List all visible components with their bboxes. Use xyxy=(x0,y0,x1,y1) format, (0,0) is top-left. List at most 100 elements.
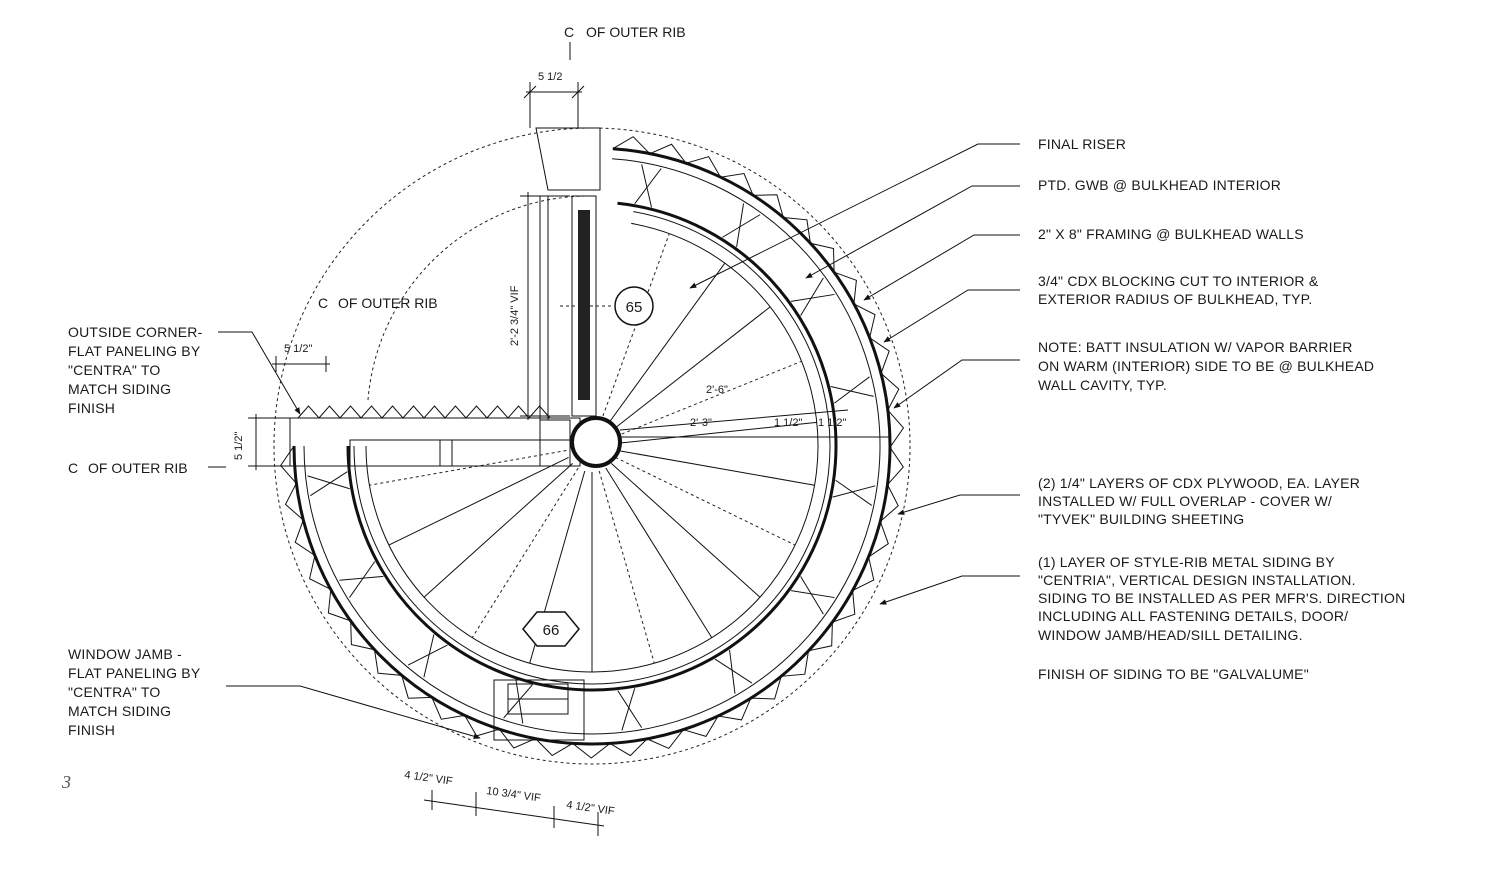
detail-tag-66: 66 xyxy=(522,611,580,647)
note-plywood-3: "TYVEK" BUILDING SHEETING xyxy=(1038,511,1244,527)
detail-tag-65: 65 xyxy=(560,286,654,326)
tread-line xyxy=(605,467,713,638)
blocking-line xyxy=(729,649,736,694)
blocking-line xyxy=(515,679,524,724)
blocking-line xyxy=(790,590,835,599)
dim-radius-outer-text: 2'-6" xyxy=(706,384,728,396)
tag-65-label: 65 xyxy=(626,299,643,316)
dim-top: 5 1/2 xyxy=(523,71,585,128)
center-post xyxy=(570,416,622,468)
dim-bottom-left-text: 4 1/2" VIF xyxy=(404,769,454,788)
note-siding-5: WINDOW JAMB/HEAD/SILL DETAILING. xyxy=(1038,627,1303,643)
note-siding-2: "CENTRIA", VERTICAL DESIGN INSTALLATION. xyxy=(1038,572,1356,588)
window-jamb-line-2: FLAT PANELING BY xyxy=(68,665,201,681)
cl-top-label: OF OUTER RIB xyxy=(586,24,686,40)
tread-line xyxy=(388,456,569,546)
note-siding-3: SIDING TO BE INSTALLED AS PER MFR'S. DIR… xyxy=(1038,590,1405,606)
blocking-line xyxy=(634,168,662,205)
tread-line xyxy=(615,456,796,546)
dim-vertical: 2'-2 3/4" VIF xyxy=(509,192,570,420)
blocking-line xyxy=(617,690,643,728)
blocking-line xyxy=(407,644,448,666)
dim-left-side-text: 5 1/2" xyxy=(233,432,245,460)
gwb-arc xyxy=(353,211,831,685)
outside-corner-line-1: OUTSIDE CORNER- xyxy=(68,324,203,340)
tread-line xyxy=(617,421,817,444)
cl-symbol-top: C xyxy=(564,24,574,40)
note-plywood-1: (2) 1/4" LAYERS OF CDX PLYWOOD, EA. LAYE… xyxy=(1038,475,1360,491)
dim-inc-1-text: 1 1/2" xyxy=(774,417,802,429)
note-plywood-2: INSTALLED W/ FULL OVERLAP - COVER W/ xyxy=(1038,493,1332,509)
dim-left-side: 5 1/2" xyxy=(233,414,290,470)
dim-bottom-mid-text: 10 3/4" VIF xyxy=(486,785,542,805)
cl-symbol-left: C xyxy=(68,460,78,476)
curved-bulkhead-wall xyxy=(292,147,892,746)
dim-left-top: 5 1/2" xyxy=(272,343,330,372)
note-blocking-1: 3/4" CDX BLOCKING CUT TO INTERIOR & xyxy=(1038,273,1319,289)
blocking-line xyxy=(830,385,874,397)
dim-bottom: 4 1/2" VIF 10 3/4" VIF 4 1/2" VIF xyxy=(404,769,616,836)
blocking-line xyxy=(339,575,384,581)
inner-wall-arc xyxy=(346,201,838,692)
dim-left-top-text: 5 1/2" xyxy=(284,343,312,355)
blocking-line xyxy=(621,688,636,731)
tag-66-label: 66 xyxy=(543,622,560,639)
right-notes: FINAL RISER PTD. GWB @ BULKHEAD INTERIOR… xyxy=(689,136,1405,682)
page-number: 3 xyxy=(61,772,71,792)
blocking-line xyxy=(800,277,824,316)
note-framing: 2" X 8" FRAMING @ BULKHEAD WALLS xyxy=(1038,226,1304,242)
outside-corner-line-2: FLAT PANELING BY xyxy=(68,343,201,359)
tread-line xyxy=(598,470,655,664)
cl-left-label: OF OUTER RIB xyxy=(88,460,188,476)
outer-dashed-circle xyxy=(273,127,911,765)
tread-line xyxy=(610,463,761,598)
dim-radius: 2'-6" 2'-3" 1 1/2" 1 1/2" xyxy=(619,384,890,438)
window-jamb-line-4: MATCH SIDING xyxy=(68,703,171,719)
siding-back-arc xyxy=(303,158,881,735)
blocking-line xyxy=(307,475,350,490)
outside-corner-line-5: FINISH xyxy=(68,400,115,416)
centerline-left: C OF OUTER RIB xyxy=(68,460,226,476)
note-siding-1: (1) LAYER OF STYLE-RIB METAL SIDING BY xyxy=(1038,554,1335,570)
tread-line xyxy=(617,450,815,486)
outside-corner-note: OUTSIDE CORNER- FLAT PANELING BY "CENTRA… xyxy=(68,324,301,416)
tread-line xyxy=(606,262,726,426)
horizontal-wall xyxy=(289,417,581,467)
blocking-line xyxy=(790,293,835,302)
blocking-line xyxy=(423,634,435,678)
window-jamb-note: WINDOW JAMB - FLAT PANELING BY "CENTRA" … xyxy=(68,646,481,739)
dim-vertical-text: 2'-2 3/4" VIF xyxy=(509,285,521,346)
centerline-mid: C OF OUTER RIB xyxy=(318,295,438,311)
blocking-line xyxy=(800,576,824,615)
blocking-line xyxy=(349,561,376,598)
blocking-line xyxy=(736,203,745,248)
dim-bottom-right-text: 4 1/2" VIF xyxy=(566,799,616,818)
blocking-line xyxy=(310,471,348,497)
outer-sheathing-arc xyxy=(292,147,892,746)
window-jamb-line-1: WINDOW JAMB - xyxy=(68,646,182,662)
blocking-line xyxy=(832,485,876,498)
cl-mid-label: OF OUTER RIB xyxy=(338,295,438,311)
note-batt-3: WALL CAVITY, TYP. xyxy=(1038,377,1167,393)
dim-radius-inner-text: 2'-3" xyxy=(690,417,712,429)
tread-line xyxy=(369,450,567,486)
note-galvalume: FINISH OF SIDING TO BE "GALVALUME" xyxy=(1038,666,1309,682)
blocking-line xyxy=(714,658,753,684)
vertical-wall xyxy=(535,127,601,420)
tread-edge-arc xyxy=(365,222,819,673)
centerline-top: C OF OUTER RIB xyxy=(564,24,686,60)
outside-corner-line-4: MATCH SIDING xyxy=(68,381,171,397)
tread-line xyxy=(612,306,771,431)
note-gwb: PTD. GWB @ BULKHEAD INTERIOR xyxy=(1038,177,1281,193)
note-siding-4: INCLUDING ALL FASTENING DETAILS, DOOR/ xyxy=(1038,608,1348,624)
tread-line xyxy=(423,463,574,598)
blocking-line xyxy=(835,479,873,506)
blocking-line xyxy=(722,214,761,238)
note-batt-1: NOTE: BATT INSULATION W/ VAPOR BARRIER xyxy=(1038,339,1353,355)
note-batt-2: ON WARM (INTERIOR) SIDE TO BE @ BULKHEAD xyxy=(1038,358,1374,374)
dim-inc-2-text: 1 1/2" xyxy=(818,417,846,429)
outside-corner-line-3: "CENTRA" TO xyxy=(68,362,161,378)
siding-zigzag xyxy=(279,136,905,759)
